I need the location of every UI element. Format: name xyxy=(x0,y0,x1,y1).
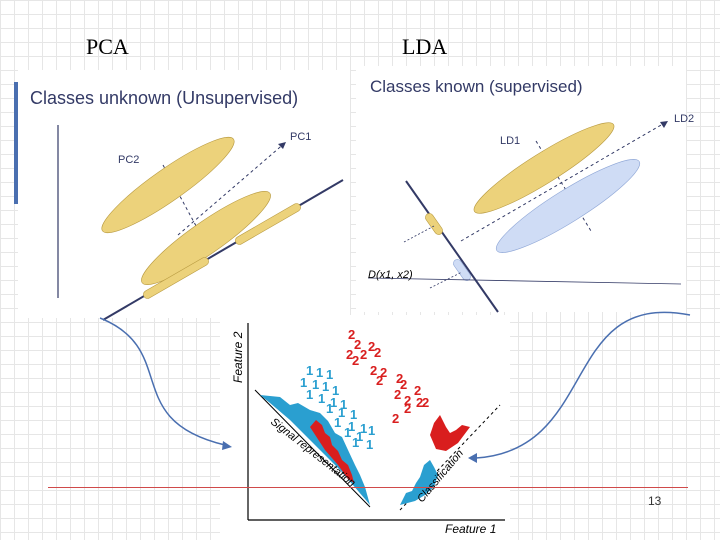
class2-sample-glyph: 2 xyxy=(360,347,367,362)
class1-sample-glyph: 1 xyxy=(368,423,375,438)
pca-connector-arrowhead xyxy=(222,441,232,450)
pca-class-ellipse-top xyxy=(101,136,235,234)
pca-projection-bar-lower xyxy=(143,257,209,299)
signal-class1-distribution xyxy=(260,395,370,505)
class1-sample-glyph: 1 xyxy=(352,435,359,450)
class1-sample-glyph: 1 xyxy=(350,407,357,422)
feature-space-panel: Feature 2 Feature 1 Signal representatio… xyxy=(220,315,510,540)
class2-sample-glyph: 2 xyxy=(422,395,429,410)
class1-sample-glyph: 1 xyxy=(306,363,313,378)
class2-sample-glyph: 2 xyxy=(346,347,353,362)
class2-sample-glyph: 2 xyxy=(352,353,359,368)
pc1-label: PC1 xyxy=(290,131,311,143)
class1-sample-glyph: 1 xyxy=(356,429,363,444)
signal-class2-distribution xyxy=(310,420,354,483)
class1-sample-glyph: 1 xyxy=(360,421,367,436)
lda-baseline xyxy=(367,277,682,285)
class1-sample-glyph: 1 xyxy=(306,387,313,402)
ld1-projection-axis xyxy=(405,180,499,313)
classification-class1-distribution xyxy=(400,460,438,505)
class2-sample-glyph: 2 xyxy=(368,339,375,354)
footer-line xyxy=(48,487,688,488)
pca-class-ellipse-bottom xyxy=(141,191,271,285)
class2-sample-glyph: 2 xyxy=(414,383,421,398)
class1-sample-glyph: 1 xyxy=(338,405,345,420)
class2-sample-glyph: 2 xyxy=(374,345,381,360)
class1-sample-glyph: 1 xyxy=(348,419,355,434)
lda-heading: LDA xyxy=(402,34,448,59)
pca-title: Classes unknown (Unsupervised) xyxy=(30,88,298,108)
class1-sample-glyph: 1 xyxy=(332,383,339,398)
pca-projection-bar-upper xyxy=(235,203,301,245)
class2-sample-glyph: 2 xyxy=(348,327,355,342)
pc1-arrowhead xyxy=(278,142,286,149)
page-number: 13 xyxy=(648,494,662,508)
lda-diagram: Classes known (supervised) LD2 LD1 D(x1,… xyxy=(367,77,694,313)
left-accent-bar xyxy=(14,82,18,204)
class2-sample-glyph: 2 xyxy=(400,377,407,392)
class2-sample-glyph: 2 xyxy=(404,393,411,408)
class1-sample-glyph: 1 xyxy=(318,391,325,406)
class1-sample-glyph: 1 xyxy=(300,375,307,390)
distance-line-upper xyxy=(403,225,435,243)
class1-sample-glyph: 1 xyxy=(322,379,329,394)
class2-sample-glyph: 2 xyxy=(404,401,411,416)
pca-panel: Classes unknown (Unsupervised) PC1 PC2 xyxy=(18,70,350,321)
feature1-label: Feature 1 xyxy=(445,522,496,536)
classification-class2-distribution xyxy=(430,415,470,451)
class1-sample-glyph: 1 xyxy=(326,367,333,382)
feature-space-diagram: Feature 2 Feature 1 Signal representatio… xyxy=(231,323,505,536)
ld2-label: LD2 xyxy=(674,113,694,125)
class2-sample-glyph: 2 xyxy=(354,337,361,352)
class2-sample-glyph: 2 xyxy=(392,411,399,426)
class2-sample-glyph: 2 xyxy=(394,387,401,402)
class2-sample-glyph: 2 xyxy=(376,373,383,388)
lda-panel: Classes known (supervised) LD2 LD1 D(x1,… xyxy=(356,66,694,313)
pc1-projection-axis xyxy=(102,179,344,321)
pca-connector-curve xyxy=(99,317,226,446)
class1-sample-glyph: 1 xyxy=(344,425,351,440)
class1-sample-glyph: 1 xyxy=(366,437,373,452)
lda-projection-bar-class1 xyxy=(425,213,443,235)
pc2-label: PC2 xyxy=(118,154,139,166)
class1-sample-glyph: 1 xyxy=(330,395,337,410)
feature2-label: Feature 2 xyxy=(231,331,245,383)
lda-class1-ellipse xyxy=(473,122,615,214)
distance-line-lower xyxy=(429,271,463,289)
ld2-axis-line xyxy=(460,120,669,242)
distance-label: D(x1, x2) xyxy=(368,269,413,281)
class1-sample-glyph: 1 xyxy=(334,415,341,430)
class1-sample-glyph: 1 xyxy=(316,365,323,380)
class2-sample-glyph: 2 xyxy=(396,371,403,386)
lda-title: Classes known (supervised) xyxy=(370,77,583,96)
lda-connector-arrowhead xyxy=(468,453,477,463)
class2-sample-glyph: 2 xyxy=(370,363,377,378)
class2-sample-glyph: 2 xyxy=(380,365,387,380)
pca-heading: PCA xyxy=(86,34,129,59)
lda-class2-ellipse xyxy=(495,159,641,253)
class1-sample-glyph: 1 xyxy=(326,401,333,416)
ld1-label: LD1 xyxy=(500,135,520,147)
pca-diagram: Classes unknown (Unsupervised) PC1 PC2 xyxy=(30,88,344,321)
class1-sample-glyph: 1 xyxy=(340,397,347,412)
class1-sample-glyph: 1 xyxy=(312,377,319,392)
class2-sample-glyph: 2 xyxy=(416,395,423,410)
lda-connector-curve xyxy=(475,311,691,459)
ld2-arrowhead xyxy=(660,121,668,128)
